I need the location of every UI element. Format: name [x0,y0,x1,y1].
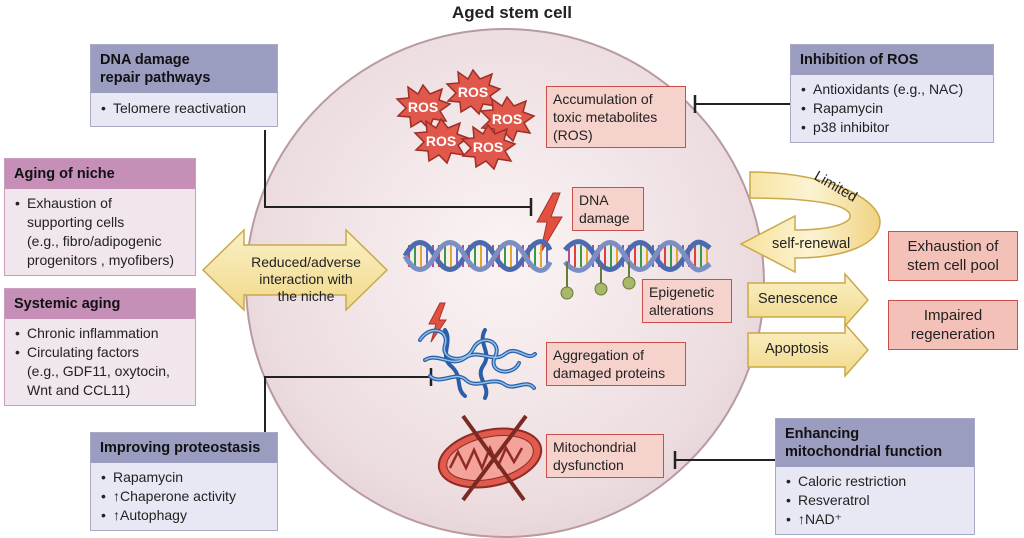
apoptosis-label: Apoptosis [765,341,829,357]
panel-body: •Antioxidants (e.g., NAC) •Rapamycin •p3… [791,75,993,142]
list-item: •Chronic inflammation [15,324,185,343]
panel-body: •Chronic inflammation •Circulating facto… [5,319,195,405]
item-text: Chronic inflammation [27,325,159,341]
dna-damage-box: DNA damage [572,187,644,231]
item-text: progenitors , myofibers) [27,252,175,268]
list-item: •↑NAD⁺ [786,510,964,529]
list-item: •p38 inhibitor [801,118,983,137]
ros-burst [460,123,517,171]
inhibition-ros-panel: Inhibition of ROS •Antioxidants (e.g., N… [790,44,994,143]
apoptosis-arrow [747,322,870,378]
limited-self-renewal-arrow [739,171,881,274]
mito-function-panel: Enhancing mitochondrial function •Calori… [775,418,975,535]
dna-helix-icon [402,239,712,273]
item-text: (e.g., GDF11, oxytocin, [27,363,170,379]
protein-aggregate-highlight [419,329,536,389]
niche-double-arrow [201,228,389,312]
list-item: •Telomere reactivation [101,99,267,118]
toxic-metabolites-box: Accumulation of toxic metabolites (ROS) [546,86,686,148]
lightning-icon [536,192,563,255]
item-text: ↑Chaperone activity [113,488,236,504]
item-text: Resveratrol [798,492,870,508]
ros-label: ROS [492,111,522,127]
list-item: •Exhaustion of [15,194,185,213]
panel-header: Improving proteostasis [91,433,277,463]
protein-aggregation-box: Aggregation of damaged proteins [546,342,686,386]
ros-label: ROS [426,133,456,149]
impaired-regeneration-box: Impaired regeneration [888,300,1018,350]
item-text: Antioxidants (e.g., NAC) [813,81,964,97]
item-text: Wnt and CCL11) [27,382,131,398]
list-item: •Rapamycin [801,99,983,118]
epigenetic-alterations-box: Epigenetic alterations [642,279,732,323]
list-item: •↑Chaperone activity [101,487,267,506]
dna-repair-panel: DNA damage repair pathways •Telomere rea… [90,44,278,127]
panel-header: Aging of niche [5,159,195,189]
self-renewal-label: self-renewal [772,236,851,252]
senescence-arrow [747,272,870,328]
item-text: ↑NAD⁺ [798,511,842,527]
list-item: •Resveratrol [786,491,964,510]
panel-body: •Exhaustion of supporting cells (e.g., f… [5,189,195,275]
item-text: Rapamycin [113,469,184,485]
list-item: •Rapamycin [101,468,267,487]
senescence-label: Senescence [758,291,838,307]
item-text: Circulating factors [27,344,140,360]
ros-label: ROS [473,139,503,155]
exhaustion-box: Exhaustion of stem cell pool [888,231,1018,281]
list-item: •↑Autophagy [101,506,267,525]
diagram-title: Aged stem cell [452,3,572,22]
proteostasis-panel: Improving proteostasis •Rapamycin •↑Chap… [90,432,278,531]
item-text: ↑Autophagy [113,507,187,523]
item-text: Exhaustion of [27,195,112,211]
ros-burst [413,117,470,165]
item-text: supporting cells [27,214,125,230]
proteostasis-inhibitor-line [264,376,430,432]
ros-cluster: ROS ROS ROS ROS ROS [395,68,536,171]
ros-burst [445,68,502,116]
item-text: Rapamycin [813,100,884,116]
niche-interaction-label: Reduced/adverse interaction with the nic… [251,254,361,304]
ros-label: ROS [408,99,438,115]
dna-repair-inhibitor-line [264,130,530,208]
methylation-marks-icon [560,262,636,300]
panel-header: DNA damage repair pathways [91,45,277,93]
list-item: •Caloric restriction [786,472,964,491]
panel-header: Inhibition of ROS [791,45,993,75]
mitochondrial-dysfunction-box: Mitochondrial dysfunction [546,434,664,478]
ros-label: ROS [458,84,488,100]
panel-header: Enhancing mitochondrial function [776,419,974,467]
systemic-aging-panel: Systemic aging •Chronic inflammation •Ci… [4,288,196,406]
panel-header: Systemic aging [5,289,195,319]
item-text: p38 inhibitor [813,119,890,135]
item-text: (e.g., fibro/adipogenic [27,233,162,249]
ros-burst [395,83,452,131]
item-text: Caloric restriction [798,473,907,489]
cross-out-line [461,414,528,502]
list-item: •Circulating factors [15,343,185,362]
aging-niche-panel: Aging of niche •Exhaustion of supporting… [4,158,196,276]
mitochondrion-icon [437,427,543,489]
panel-body: •Caloric restriction •Resveratrol •↑NAD⁺ [776,467,974,534]
list-item: •Antioxidants (e.g., NAC) [801,80,983,99]
panel-body: •Rapamycin •↑Chaperone activity •↑Autoph… [91,463,277,530]
item-text: Telomere reactivation [113,100,247,116]
panel-body: •Telomere reactivation [91,93,277,126]
